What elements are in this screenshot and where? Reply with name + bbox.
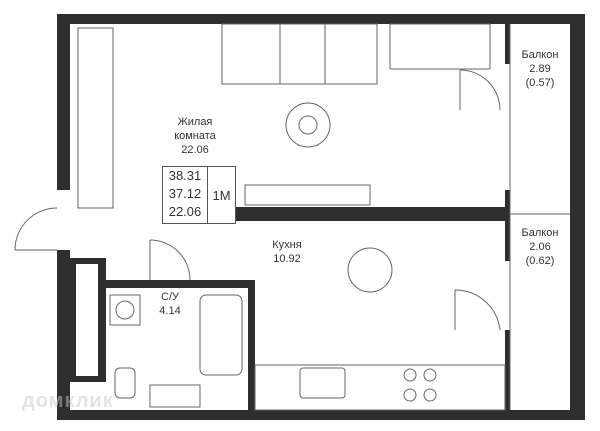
apartment-type: 1М bbox=[212, 187, 231, 203]
balcony-1-area: 2.89 bbox=[529, 63, 551, 75]
bathroom-label: С/У 4.14 bbox=[150, 290, 190, 318]
balcony-2-area: 2.06 bbox=[529, 241, 551, 253]
desk bbox=[389, 23, 491, 70]
kitchen-name: Кухня bbox=[272, 239, 302, 251]
kitchen-area: 10.92 bbox=[273, 253, 301, 265]
balcony-2-reduced: (0.62) bbox=[525, 255, 555, 267]
living-room-name-line1: Жилая bbox=[177, 116, 213, 128]
table bbox=[347, 247, 393, 293]
toilet bbox=[114, 367, 136, 399]
living-room-label: Жилая комната 22.06 bbox=[165, 115, 225, 157]
bathroom-area: 4.14 bbox=[159, 305, 181, 317]
balcony-1-name: Балкон bbox=[521, 49, 559, 61]
wardrobe bbox=[77, 27, 114, 209]
tv-stand bbox=[244, 184, 371, 206]
watermark-logo: домклик bbox=[22, 390, 114, 412]
kitchen-counter bbox=[254, 364, 506, 411]
living-room-name-line2: комната bbox=[174, 130, 216, 142]
bathroom-name: С/У bbox=[161, 291, 179, 303]
sink bbox=[149, 384, 201, 408]
kitchen-label: Кухня 10.92 bbox=[262, 238, 312, 266]
living-total-area: 37.12 bbox=[168, 186, 202, 201]
area-summary-box: 38.31 37.12 22.06 1М bbox=[162, 166, 236, 224]
rug bbox=[285, 102, 331, 148]
balcony-1-reduced: (0.57) bbox=[525, 77, 555, 89]
fixtures bbox=[14, 23, 570, 411]
washer bbox=[109, 294, 141, 326]
balcony-2-name: Балкон bbox=[521, 227, 559, 239]
living-area: 22.06 bbox=[168, 204, 202, 219]
sofa bbox=[221, 23, 378, 85]
total-area: 38.31 bbox=[168, 168, 202, 183]
balcony-2-label: Балкон 2.06 (0.62) bbox=[512, 226, 568, 268]
living-room-area: 22.06 bbox=[181, 144, 209, 156]
walls bbox=[57, 14, 585, 420]
bathtub bbox=[199, 294, 243, 376]
balcony-1-label: Балкон 2.89 (0.57) bbox=[512, 48, 568, 90]
